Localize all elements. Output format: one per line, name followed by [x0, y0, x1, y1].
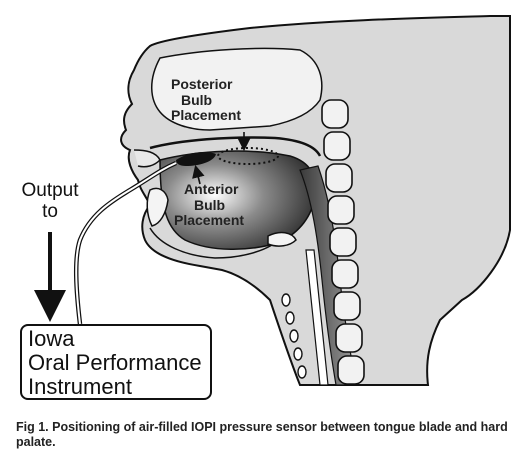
posterior-label-line-3: Placement: [171, 107, 242, 124]
anterior-label-line-1: Anterior: [184, 181, 239, 197]
epiglottis: [267, 231, 297, 247]
anterior-label-line-2: Bulb: [194, 196, 226, 213]
posterior-bulb-outline: [217, 147, 279, 165]
jaw: [149, 227, 273, 259]
posterior-label-line-2: Bulb: [181, 91, 213, 108]
anterior-pointer: [192, 164, 205, 185]
trachea-rings: [281, 293, 307, 379]
instrument-line-1: Iowa: [28, 326, 75, 351]
instrument-label: Iowa Oral Performance Instrument: [28, 327, 202, 399]
nasal-cavity: [151, 47, 323, 131]
anterior-label-line-3: Placement: [174, 212, 245, 229]
output-to-label: Output to: [14, 180, 86, 223]
anterior-bulb: [176, 152, 216, 166]
figure-caption: Fig 1. Positioning of air-filled IOPI pr…: [16, 420, 508, 449]
esophagus: [305, 249, 329, 386]
cervical-spine: [321, 99, 365, 385]
lower-teeth: [146, 187, 169, 227]
iopi-instrument-box: Iowa Oral Performance Instrument: [20, 324, 212, 400]
posterior-label-line-1: Posterior: [171, 76, 233, 92]
upper-lip: [133, 149, 161, 168]
instrument-line-3: Instrument: [28, 374, 132, 399]
output-label-line-1: Output: [21, 180, 79, 201]
hard-palate: [149, 136, 322, 157]
head-diagram: Posterior Bulb Placement Anterior Bulb P…: [14, 15, 511, 400]
instrument-line-2: Oral Performance: [28, 350, 202, 375]
posterior-bulb-label: Posterior Bulb Placement: [171, 76, 242, 124]
sagittal-head-illustration: [34, 15, 511, 386]
anterior-bulb-label: Anterior Bulb Placement: [174, 181, 244, 229]
output-label-line-2: to: [42, 201, 58, 223]
